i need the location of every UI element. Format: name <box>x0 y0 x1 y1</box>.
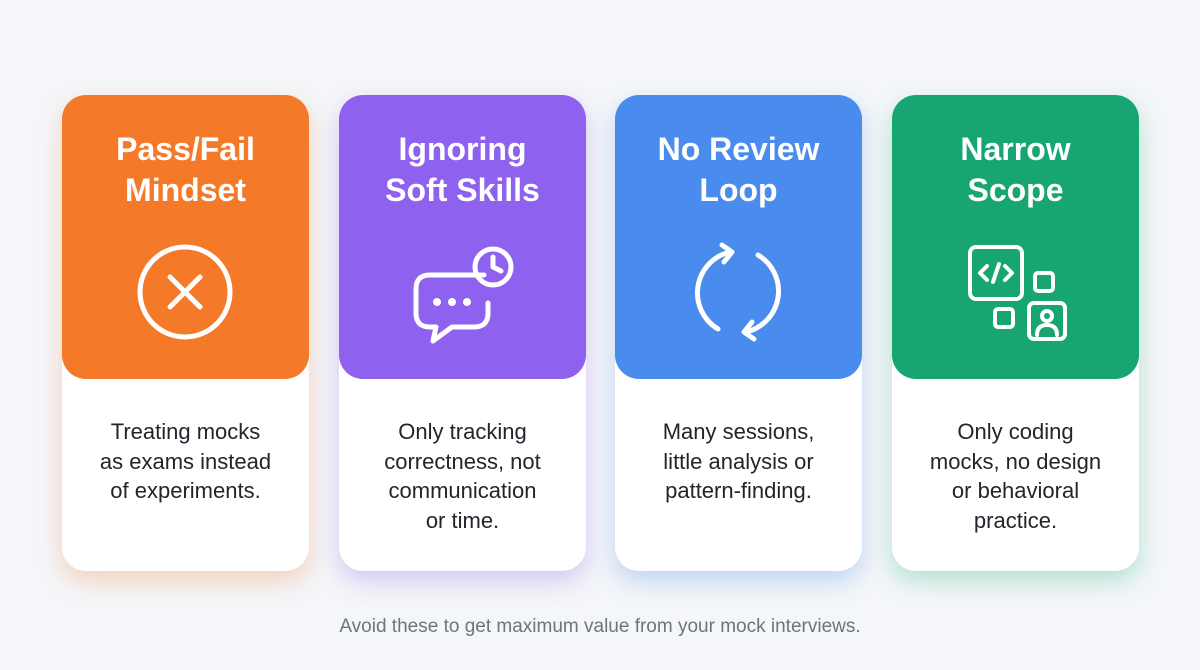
card-narrow-scope: Narrow Scope Only coding mocks, no desig… <box>892 95 1139 571</box>
code-person-icon <box>955 235 1075 355</box>
card-description: Many sessions, little analysis or patter… <box>662 419 815 503</box>
mistakes-cards: Pass/Fail Mindset Treating mocks as exam… <box>62 95 1139 571</box>
card-description: Only coding mocks, no design or behavior… <box>929 419 1102 533</box>
card-header: Narrow Scope <box>892 95 1139 379</box>
refresh-cycle-icon <box>678 235 798 355</box>
card-header: Pass/Fail Mindset <box>62 95 309 379</box>
card-title: Ignoring Soft Skills <box>385 131 540 208</box>
card-header: Ignoring Soft Skills <box>339 95 586 379</box>
card-description: Only tracking correctness, not communica… <box>384 419 541 533</box>
card-header: No Review Loop <box>615 95 862 379</box>
card-title: No Review Loop <box>657 131 820 208</box>
card-no-review-loop: No Review Loop Many sessions, little ana… <box>615 95 862 571</box>
x-circle-icon <box>125 235 245 355</box>
footer-caption: Avoid these to get maximum value from yo… <box>339 616 861 637</box>
card-description: Treating mocks as exams instead of exper… <box>99 419 272 503</box>
card-ignoring-soft-skills: Ignoring Soft Skills Only tracking corre… <box>339 95 586 571</box>
card-pass-fail-mindset: Pass/Fail Mindset Treating mocks as exam… <box>62 95 309 571</box>
chat-clock-icon <box>402 235 522 355</box>
card-title: Narrow Scope <box>960 131 1071 208</box>
card-title: Pass/Fail Mindset <box>116 131 255 208</box>
